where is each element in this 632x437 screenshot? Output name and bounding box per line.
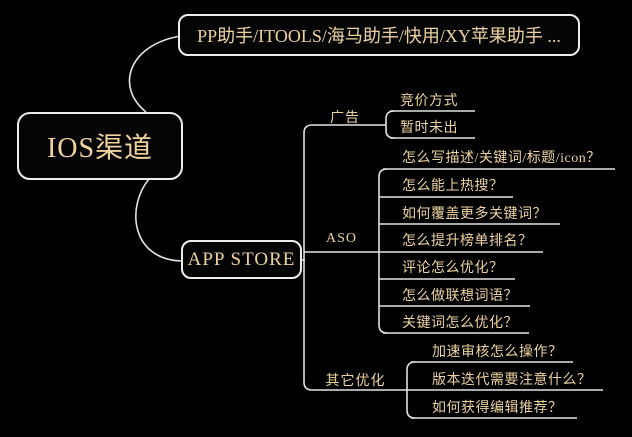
branch-label-aso[interactable]: ASO — [325, 231, 357, 246]
topic-associated-words[interactable]: 怎么做联想词语？ — [402, 289, 518, 304]
jailbreak-node-label: PP助手/ITOOLS/海马助手/快用/XY苹果助手 ... — [197, 26, 561, 46]
node-app-store[interactable]: APP STORE — [181, 240, 302, 279]
aso-children-bracket — [378, 168, 388, 334]
topic-how-to-write-description[interactable]: 怎么写描述/关键词/标题/icon？ — [402, 151, 601, 166]
node-jailbreak-assistants[interactable]: PP助手/ITOOLS/海马助手/快用/XY苹果助手 ... — [178, 14, 580, 56]
topic-optimize-reviews[interactable]: 评论怎么优化？ — [402, 261, 504, 276]
root-to-appstore-connector — [135, 178, 182, 262]
appstore-node-label: APP STORE — [187, 248, 296, 270]
ads-children-bracket — [385, 110, 395, 139]
topic-bidding-method[interactable]: 竞价方式 — [400, 94, 458, 109]
root-node-ios-channel[interactable]: IOS渠道 — [17, 112, 183, 180]
topic-optimize-keywords[interactable]: 关键词怎么优化？ — [402, 316, 518, 331]
topic-cover-more-keywords[interactable]: 如何覆盖更多关键词？ — [402, 207, 547, 222]
topic-improve-ranking[interactable]: 怎么提升榜单排名？ — [402, 234, 533, 249]
topic-expedited-review[interactable]: 加速审核怎么操作？ — [432, 345, 563, 360]
branch-label-ads[interactable]: 广告 — [330, 111, 360, 126]
root-node-label: IOS渠道 — [46, 133, 154, 164]
root-to-jailbreak-connector — [128, 35, 182, 113]
topic-not-released-yet[interactable]: 暂时未出 — [400, 121, 458, 136]
topic-version-iteration[interactable]: 版本迭代需要注意什么？ — [432, 373, 592, 388]
topic-hot-search[interactable]: 怎么能上热搜？ — [402, 179, 504, 194]
topic-editor-recommendation[interactable]: 如何获得编辑推荐？ — [432, 401, 563, 416]
appstore-branch-trunk — [303, 124, 407, 391]
branch-label-other-optimization[interactable]: 其它优化 — [325, 374, 386, 389]
